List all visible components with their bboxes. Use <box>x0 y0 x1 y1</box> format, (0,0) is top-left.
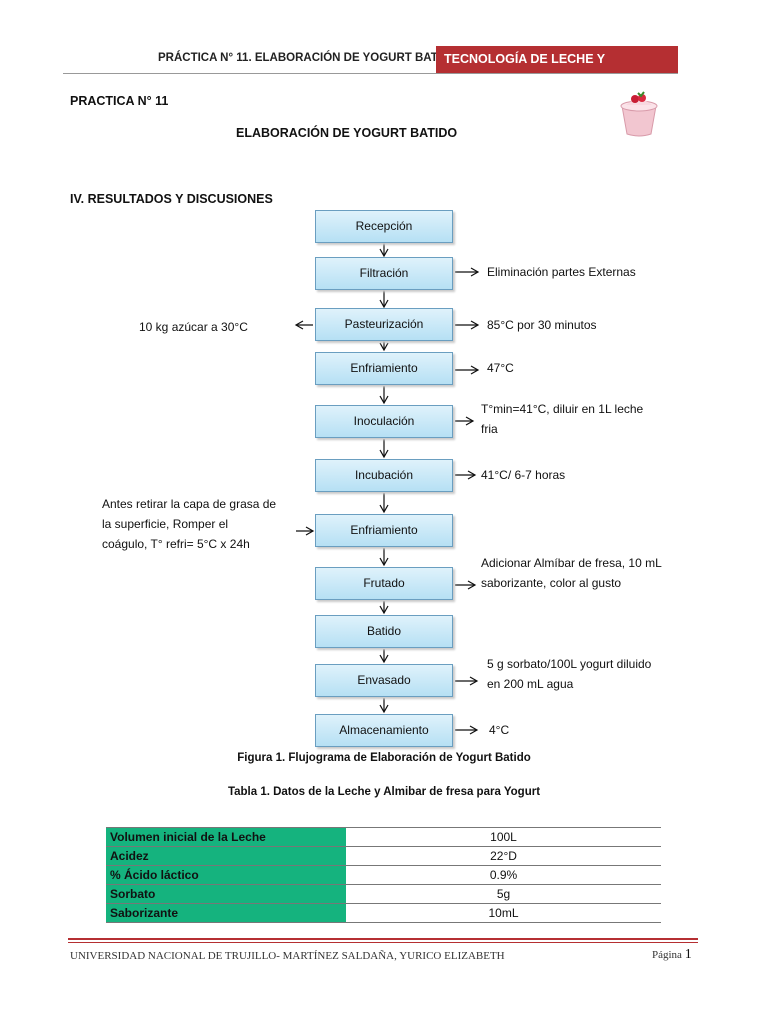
flow-step-incubacion: Incubación <box>315 459 453 492</box>
practice-number: PRACTICA N° 11 <box>70 94 169 108</box>
note-almacenamiento: 4°C <box>489 720 509 740</box>
flow-step-envasado: Envasado <box>315 664 453 697</box>
section-heading: IV. RESULTADOS Y DISCUSIONES <box>70 192 273 206</box>
flow-step-recepcion: Recepción <box>315 210 453 243</box>
table-value: 22°D <box>346 846 661 866</box>
note-line: saborizante, color al gusto <box>481 576 622 590</box>
table-row: % Ácido láctico 0.9% <box>106 865 661 885</box>
note-pasteurizacion: 85°C por 30 minutos <box>487 315 597 335</box>
flow-step-inoculacion: Inoculación <box>315 405 453 438</box>
header-practice-title: PRÁCTICA N° 11. ELABORACIÓN DE YOGURT BA… <box>158 52 459 64</box>
data-table: Volumen inicial de la Leche 100L Acidez … <box>106 827 661 923</box>
note-line: 4°C <box>489 723 510 737</box>
note-enfriamiento-1: 47°C <box>487 358 514 378</box>
note-line: en 200 mL agua <box>487 677 574 691</box>
table-value: 10mL <box>346 903 661 923</box>
page-title: ELABORACIÓN DE YOGURT BATIDO <box>236 126 458 140</box>
note-filtracion: Eliminación partes Externas <box>487 262 636 282</box>
footer-author: UNIVERSIDAD NACIONAL DE TRUJILLO- MARTÍN… <box>70 950 505 962</box>
table-caption: Tabla 1. Datos de la Leche y Almibar de … <box>227 786 541 798</box>
note-line: fria <box>481 422 498 436</box>
note-line: 41°C/ 6-7 horas <box>481 468 566 482</box>
footer-divider <box>68 938 698 940</box>
note-line: 85°C por 30 minutos <box>487 318 597 332</box>
table-row: Sorbato 5g <box>106 884 661 904</box>
table-row: Volumen inicial de la Leche 100L <box>106 827 661 847</box>
header-course-title: TECNOLOGÍA DE LECHE Y DERIVADOS <box>436 46 678 93</box>
flow-step-enfriamiento-2: Enfriamiento <box>315 514 453 547</box>
note-line: T°min=41°C, diluir en 1L leche <box>481 402 644 416</box>
note-line: 5 g sorbato/100L yogurt diluido <box>487 657 652 671</box>
note-pasteurizacion-left: 10 kg azúcar a 30°C <box>139 317 248 337</box>
note-line: Antes retirar la capa de grasa de <box>102 497 277 511</box>
note-line: Adicionar Almíbar de fresa, 10 mL <box>481 556 662 570</box>
page-label: Página <box>652 949 682 961</box>
table-label: Volumen inicial de la Leche <box>106 827 346 847</box>
flow-step-almacenamiento: Almacenamiento <box>315 714 453 747</box>
table-value: 5g <box>346 884 661 904</box>
note-line: coágulo, T° refri= 5°C x 24h <box>102 537 250 551</box>
header-divider <box>63 73 678 74</box>
table-label: Sorbato <box>106 884 346 904</box>
flow-step-pasteurizacion: Pasteurización <box>315 308 453 341</box>
flow-step-frutado: Frutado <box>315 567 453 600</box>
table-value: 100L <box>346 827 661 847</box>
figure-caption: Figura 1. Flujograma de Elaboración de Y… <box>237 752 531 764</box>
note-line: Eliminación partes Externas <box>487 265 636 279</box>
yogurt-cup-icon <box>614 90 664 138</box>
table-label: % Ácido láctico <box>106 865 346 885</box>
flow-step-filtracion: Filtración <box>315 257 453 290</box>
flow-step-batido: Batido <box>315 615 453 648</box>
table-row: Acidez 22°D <box>106 846 661 866</box>
note-inoculacion: T°min=41°C, diluir en 1L leche fria <box>481 399 643 439</box>
page-number-value: 1 <box>684 947 692 962</box>
note-incubacion: 41°C/ 6-7 horas <box>481 465 565 485</box>
note-line: 47°C <box>487 361 514 375</box>
note-frutado: Adicionar Almíbar de fresa, 10 mL sabori… <box>481 553 662 593</box>
table-value: 0.9% <box>346 865 661 885</box>
note-envasado: 5 g sorbato/100L yogurt diluido en 200 m… <box>487 654 651 694</box>
note-enfriamiento-2-left: Antes retirar la capa de grasa de la sup… <box>102 494 276 554</box>
note-line: la superficie, Romper el <box>102 517 229 531</box>
table-label: Saborizante <box>106 903 346 923</box>
table-label: Acidez <box>106 846 346 866</box>
table-row: Saborizante 10mL <box>106 903 661 923</box>
flow-step-enfriamiento-1: Enfriamiento <box>315 352 453 385</box>
footer-divider-thin <box>68 942 698 943</box>
page-number: Página 1 <box>652 947 692 963</box>
note-line: 10 kg azúcar a 30°C <box>139 320 248 334</box>
